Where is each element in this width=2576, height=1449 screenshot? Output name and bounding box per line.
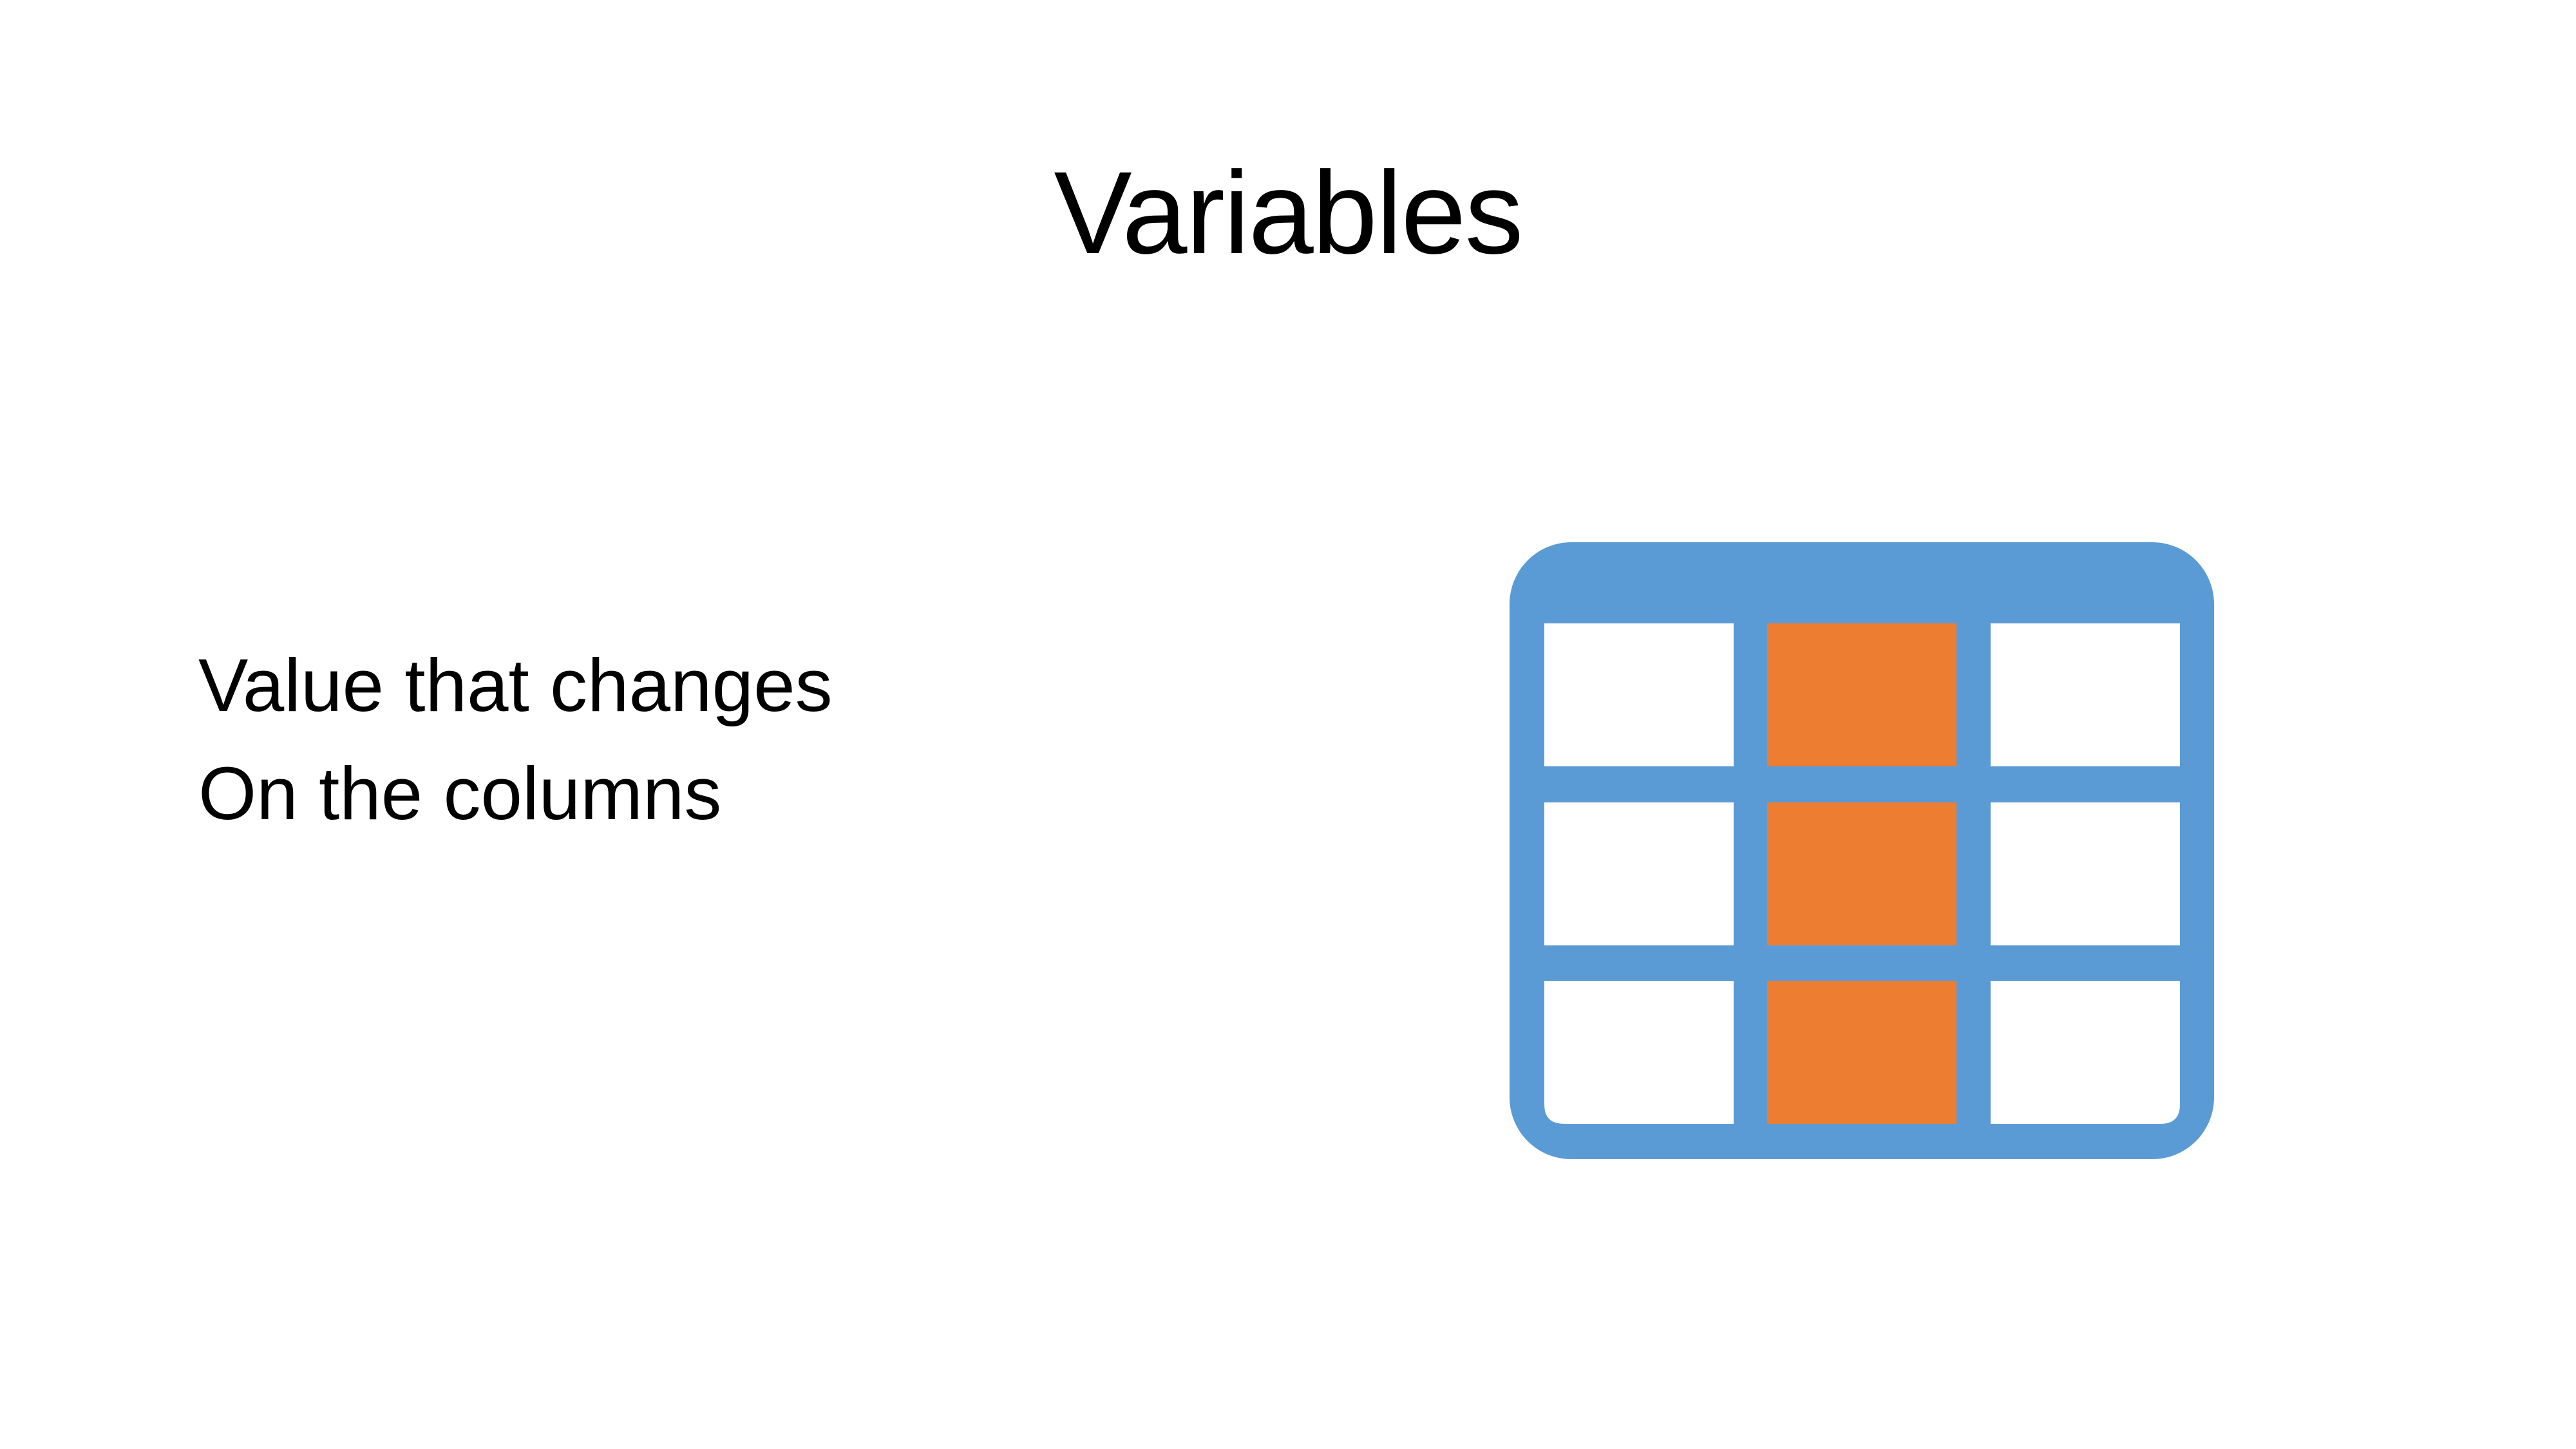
table-cell (1544, 623, 1734, 766)
highlighted-cell (1767, 623, 1956, 766)
highlighted-cell (1767, 981, 1956, 1124)
table-cell (1991, 802, 2180, 945)
bullet-item: Value that changes (198, 643, 833, 727)
bullet-item: On the columns (198, 752, 722, 835)
slide-title: Variables (1054, 147, 1523, 278)
table-cell (1544, 981, 1734, 1124)
table-cell (1991, 623, 2180, 766)
table-cell (1991, 981, 2180, 1124)
table-cell (1544, 802, 1734, 945)
table-icon (1510, 542, 2214, 1159)
bullet-list: Value that changes On the columns (198, 631, 1229, 848)
table-cells (1544, 623, 2180, 1124)
highlighted-cell (1767, 802, 1956, 945)
